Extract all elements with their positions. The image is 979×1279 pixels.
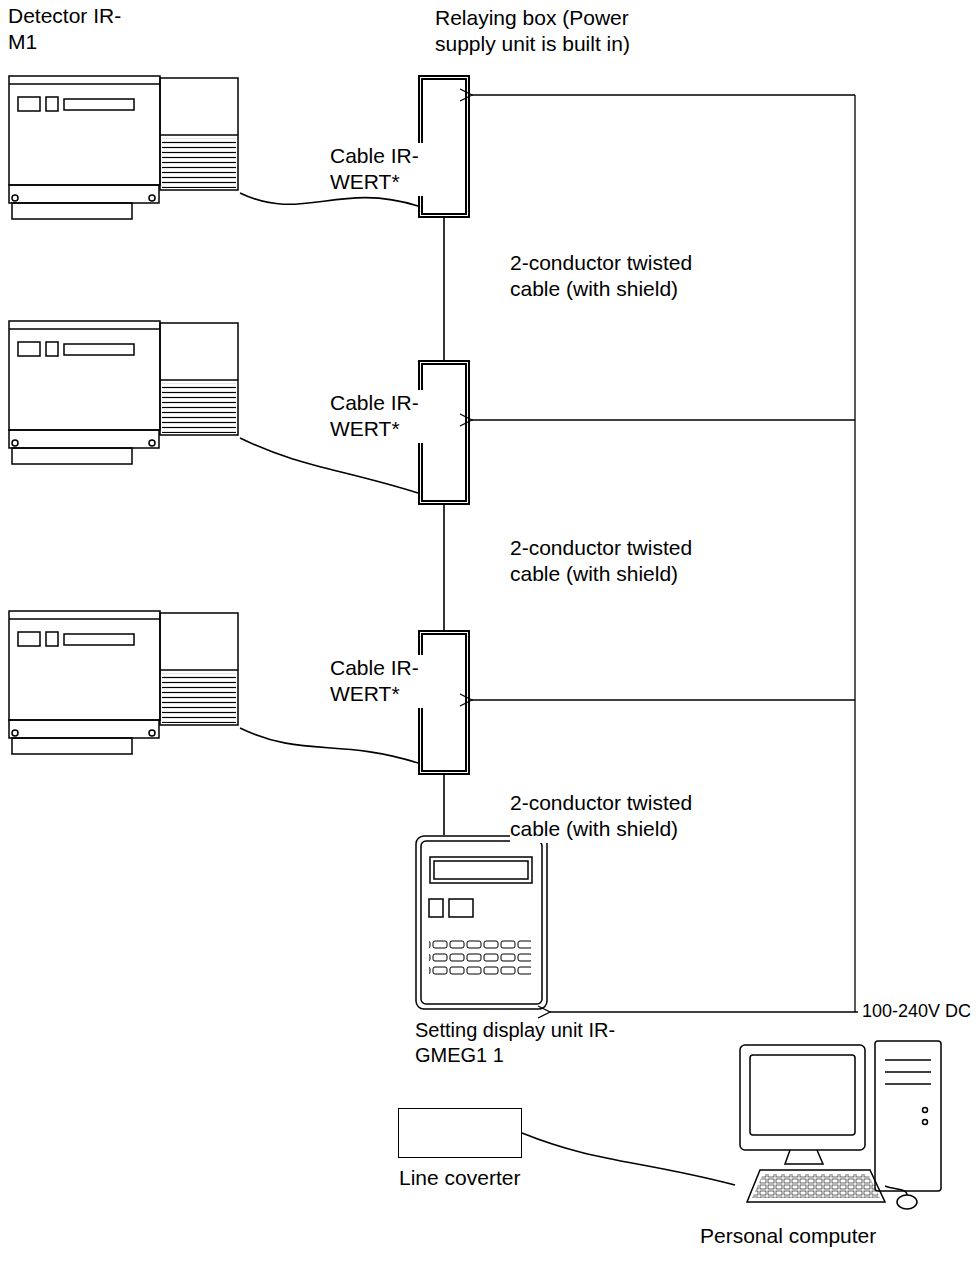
node-label: Line coverter [399, 1165, 559, 1191]
power-bus [854, 95, 855, 1012]
power-arrow [472, 419, 855, 420]
node-label: Setting display unit IR-GMEG1 1 [415, 1018, 625, 1068]
cable-label: 2-conductor twisted cable (with shield) [510, 535, 742, 588]
power-arrow [550, 1011, 858, 1012]
personal-computer: Personal computer [735, 1040, 945, 1215]
detector: Detector IR-M1 [8, 75, 240, 221]
supply-label: 100-240V DC [862, 1001, 971, 1023]
cable-line [240, 438, 418, 493]
node-label: Relaying box (Power supply unit is built… [435, 5, 685, 58]
cable-line [443, 218, 445, 360]
cable-label: 2-conductor twisted cable (with shield) [510, 250, 742, 303]
power-arrow [472, 94, 855, 95]
node-label: Personal computer [700, 1223, 960, 1249]
cable-line [522, 1133, 735, 1185]
cable-label: Cable IR-WERT* [330, 390, 430, 443]
personal-computer-drawing [735, 1040, 945, 1215]
detector-drawing [8, 610, 240, 756]
line-converter: Line coverter [398, 1108, 522, 1158]
detector-drawing [8, 75, 240, 221]
cable-line [240, 728, 418, 763]
detector [8, 610, 240, 756]
setting-display-unit: Setting display unit IR-GMEG1 1 [415, 835, 548, 1010]
cable-line [443, 775, 445, 835]
cable-label: Cable IR-WERT* [330, 143, 430, 196]
cable-label: 2-conductor twisted cable (with shield) [510, 790, 742, 843]
setting-display-unit-drawing [415, 835, 548, 1010]
detector-drawing [8, 320, 240, 466]
cable-line [443, 505, 445, 630]
detector [8, 320, 240, 466]
cable-label: Cable IR-WERT* [330, 655, 430, 708]
power-arrow [472, 699, 855, 700]
node-label: Detector IR-M1 [8, 3, 128, 56]
